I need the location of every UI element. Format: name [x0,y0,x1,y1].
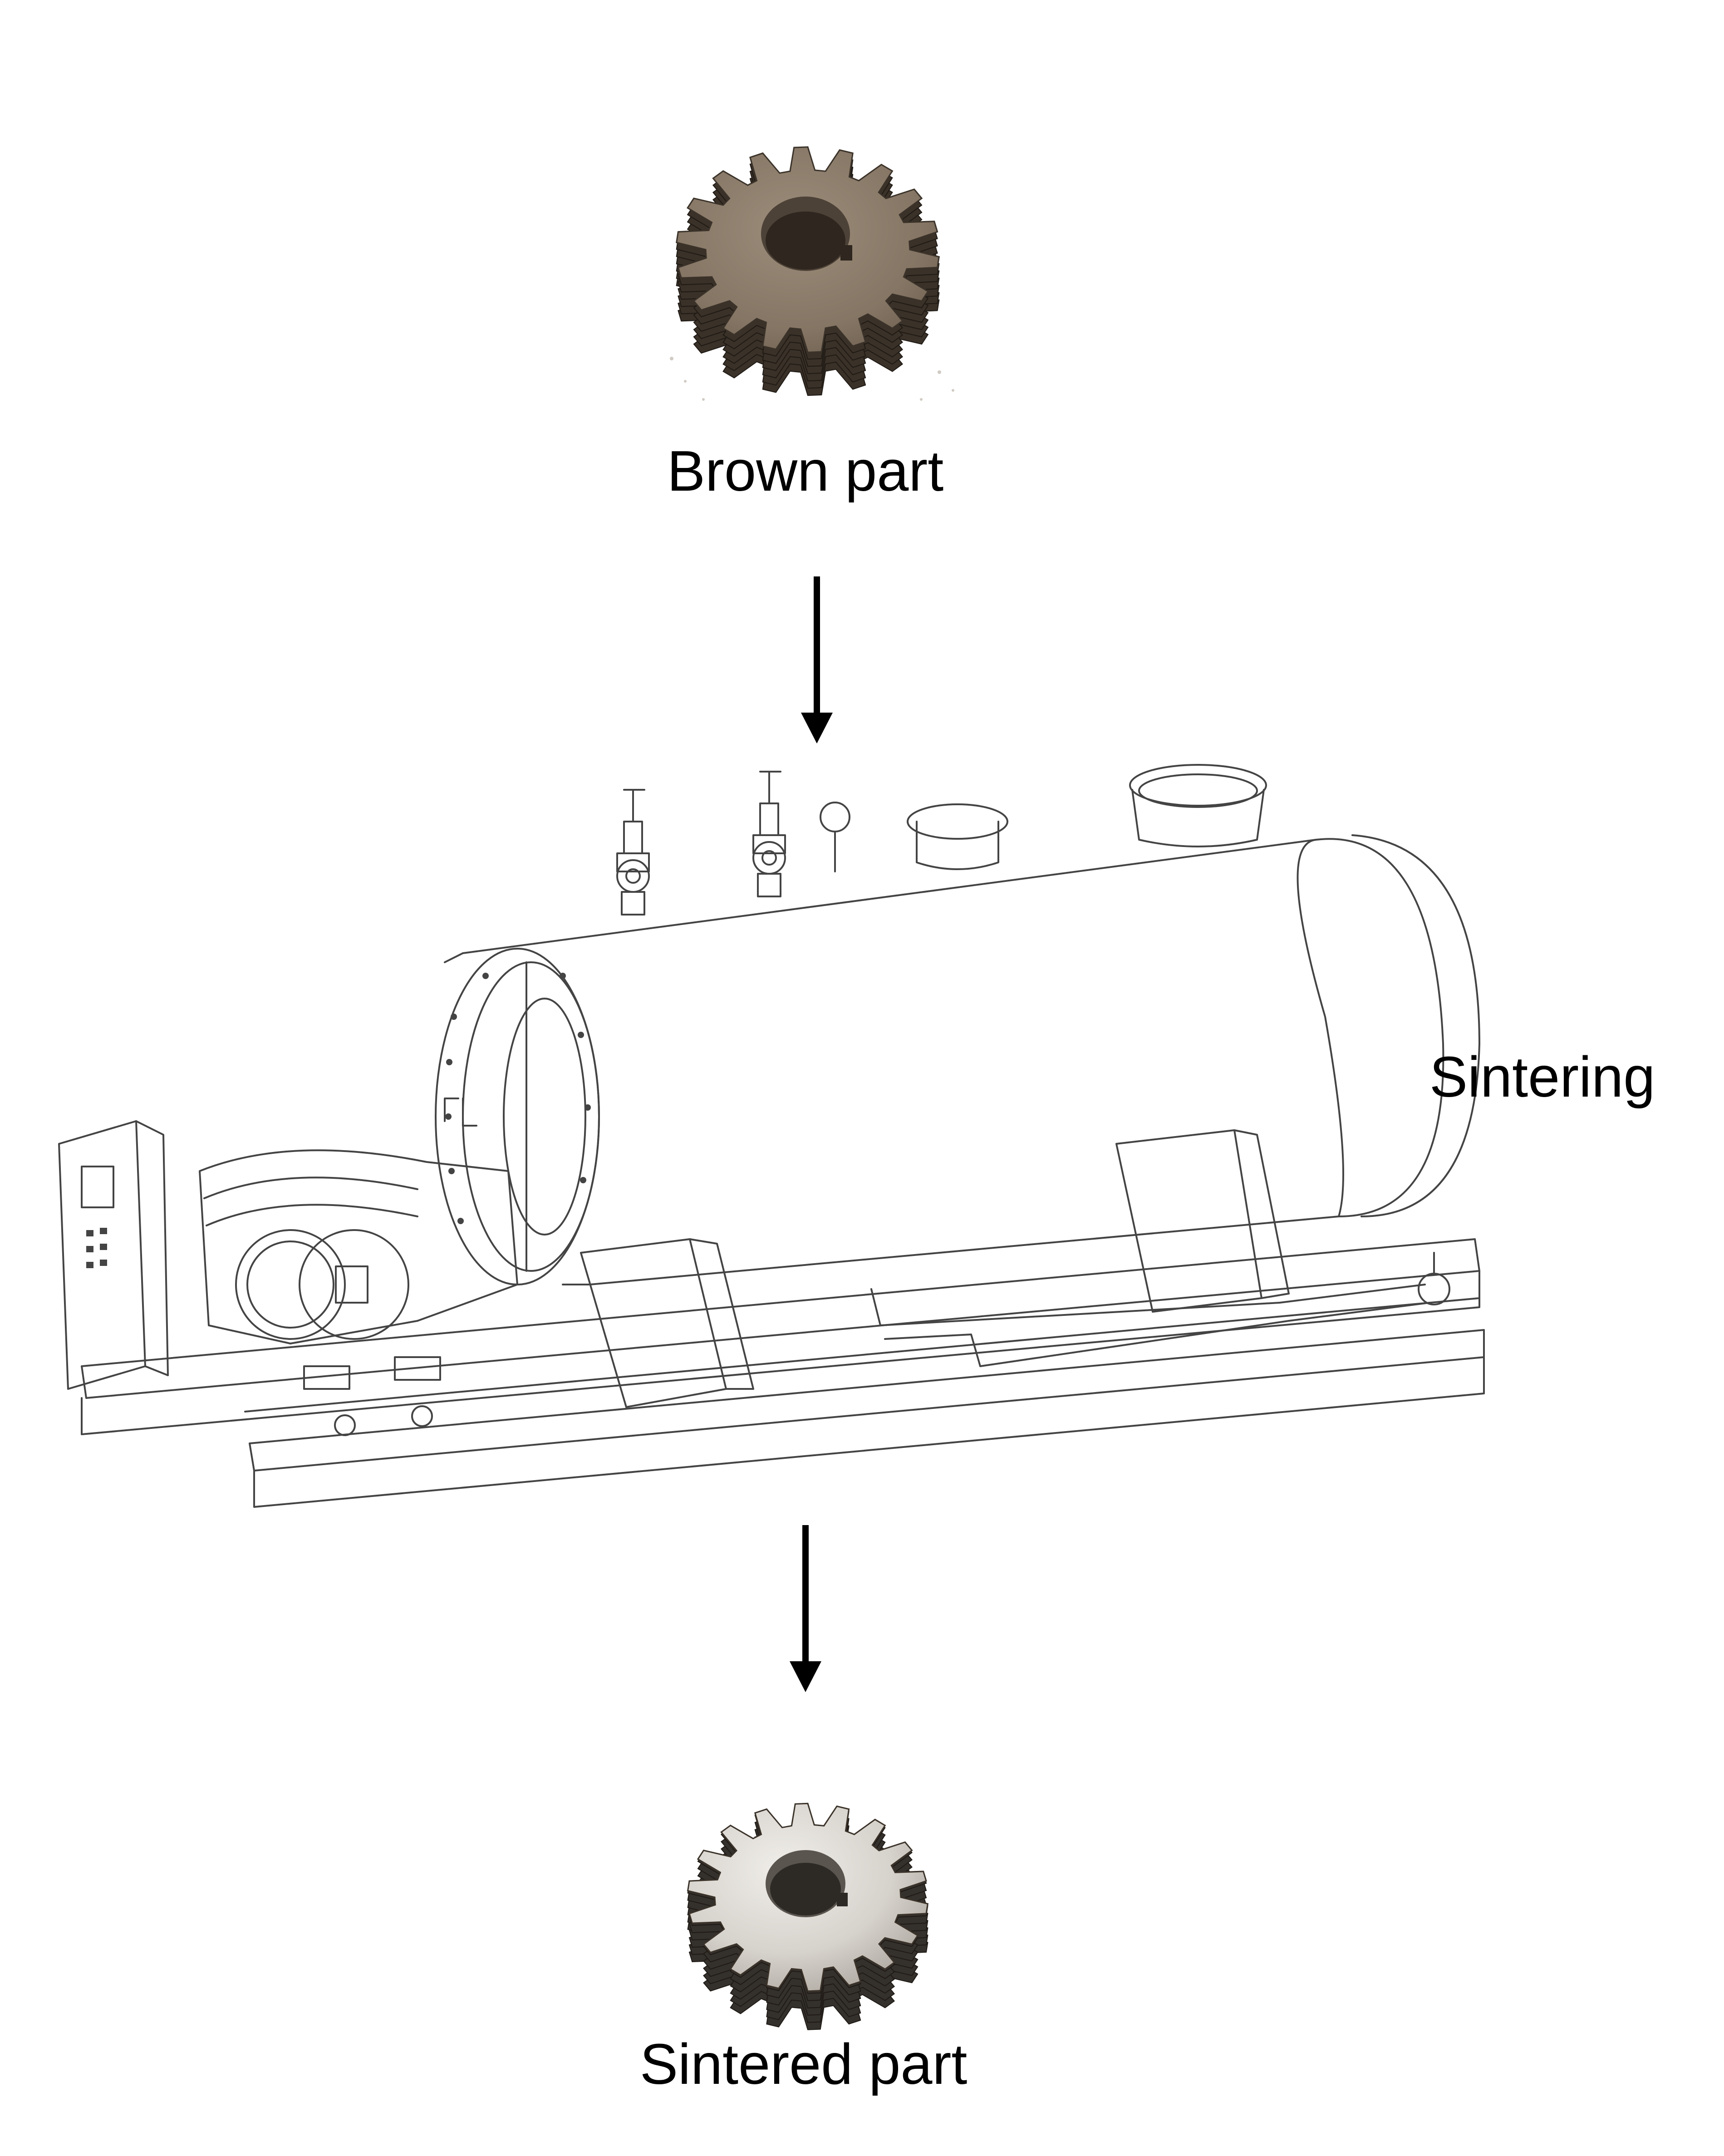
sintering-furnace-drawing [54,763,1498,1543]
arrow-down-icon [785,1525,826,1693]
sintered-gear-image [658,1752,958,2043]
sintered-part-label: Sintered part [640,2036,967,2093]
arrow-down-icon [796,576,837,744]
brown-part-label: Brown part [667,443,943,500]
sintering-label: Sintering [1429,1048,1655,1106]
brown-gear-image [644,86,971,413]
